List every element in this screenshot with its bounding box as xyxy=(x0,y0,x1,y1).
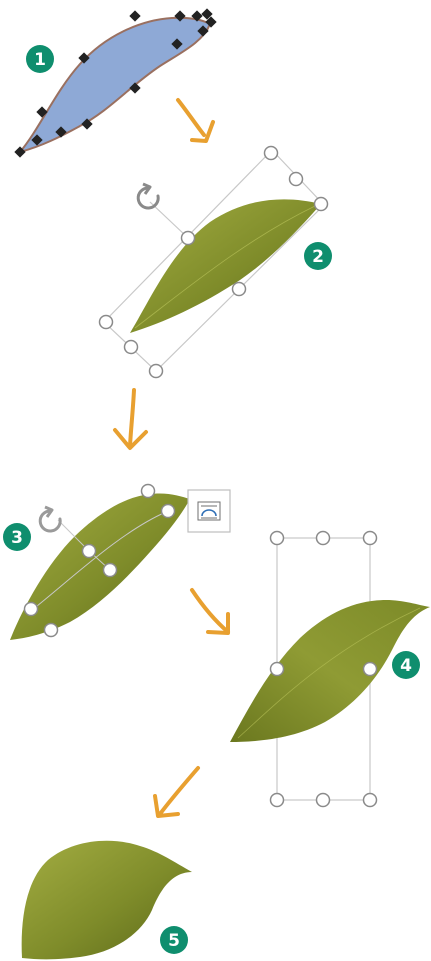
resize-handle[interactable] xyxy=(269,792,285,808)
resize-handle[interactable] xyxy=(313,196,329,212)
edit-handle[interactable] xyxy=(23,601,39,617)
step-3-leaf-shape xyxy=(10,493,190,640)
resize-handle[interactable] xyxy=(98,314,114,330)
leaf-vein xyxy=(134,205,316,329)
resize-handle[interactable] xyxy=(362,661,378,677)
leaf-vein xyxy=(237,607,421,739)
step-5-badge: 5 xyxy=(160,926,188,954)
step-3-number: 3 xyxy=(11,528,23,548)
edit-point xyxy=(129,10,141,22)
resize-handle[interactable] xyxy=(269,530,285,546)
step-2-leaf-shape xyxy=(130,199,321,333)
resize-handle[interactable] xyxy=(231,281,247,297)
edit-point xyxy=(171,38,183,50)
rotate-icon xyxy=(38,505,62,533)
resize-handle[interactable] xyxy=(263,145,279,161)
step-3-group: 3 xyxy=(3,483,231,640)
edit-handle[interactable] xyxy=(102,562,118,578)
step-5-group: 5 xyxy=(21,840,193,960)
resize-handle[interactable] xyxy=(362,530,378,546)
resize-handle[interactable] xyxy=(269,661,285,677)
step-1-group: 1 xyxy=(14,8,217,158)
step-2-number: 2 xyxy=(312,247,324,267)
resize-handle[interactable] xyxy=(123,339,139,355)
edit-handle[interactable] xyxy=(43,622,59,638)
step-4-leaf-shape xyxy=(230,600,430,742)
layout-options-icon[interactable] xyxy=(187,489,231,533)
step-3-handles xyxy=(23,483,176,638)
step-1-badge: 1 xyxy=(26,45,54,73)
step-4-number: 4 xyxy=(400,656,412,676)
resize-handle[interactable] xyxy=(315,792,331,808)
down-arrow-icon xyxy=(153,766,200,818)
resize-handle[interactable] xyxy=(315,530,331,546)
down-arrow-icon xyxy=(176,98,215,143)
edit-point xyxy=(36,106,48,118)
step-1-number: 1 xyxy=(34,50,46,70)
step-2-group: 2 xyxy=(98,145,332,379)
step-1-freeform-shape xyxy=(17,16,212,154)
rotate-handle-line xyxy=(57,519,87,549)
down-arrow-icon xyxy=(113,388,148,450)
edit-handle[interactable] xyxy=(160,503,176,519)
step-5-leaf-shape xyxy=(21,840,193,960)
step-4-handles xyxy=(269,530,378,808)
edit-point xyxy=(31,134,43,146)
edit-handle[interactable] xyxy=(140,483,156,499)
rotate-icon xyxy=(136,182,160,210)
step-2-badge: 2 xyxy=(304,242,332,270)
edit-point xyxy=(78,52,90,64)
resize-handle[interactable] xyxy=(362,792,378,808)
resize-handle[interactable] xyxy=(180,230,196,246)
resize-handle[interactable] xyxy=(148,363,164,379)
step-2-handles xyxy=(98,145,329,379)
edit-point xyxy=(55,126,67,138)
edit-handle[interactable] xyxy=(81,543,97,559)
rotate-handle-line xyxy=(149,201,187,237)
step-5-number: 5 xyxy=(168,931,180,951)
step-4-group: 4 xyxy=(230,530,430,808)
step-3-badge: 3 xyxy=(3,523,31,551)
step-4-badge: 4 xyxy=(392,651,420,679)
resize-handle[interactable] xyxy=(288,171,304,187)
down-arrow-icon xyxy=(190,588,230,635)
